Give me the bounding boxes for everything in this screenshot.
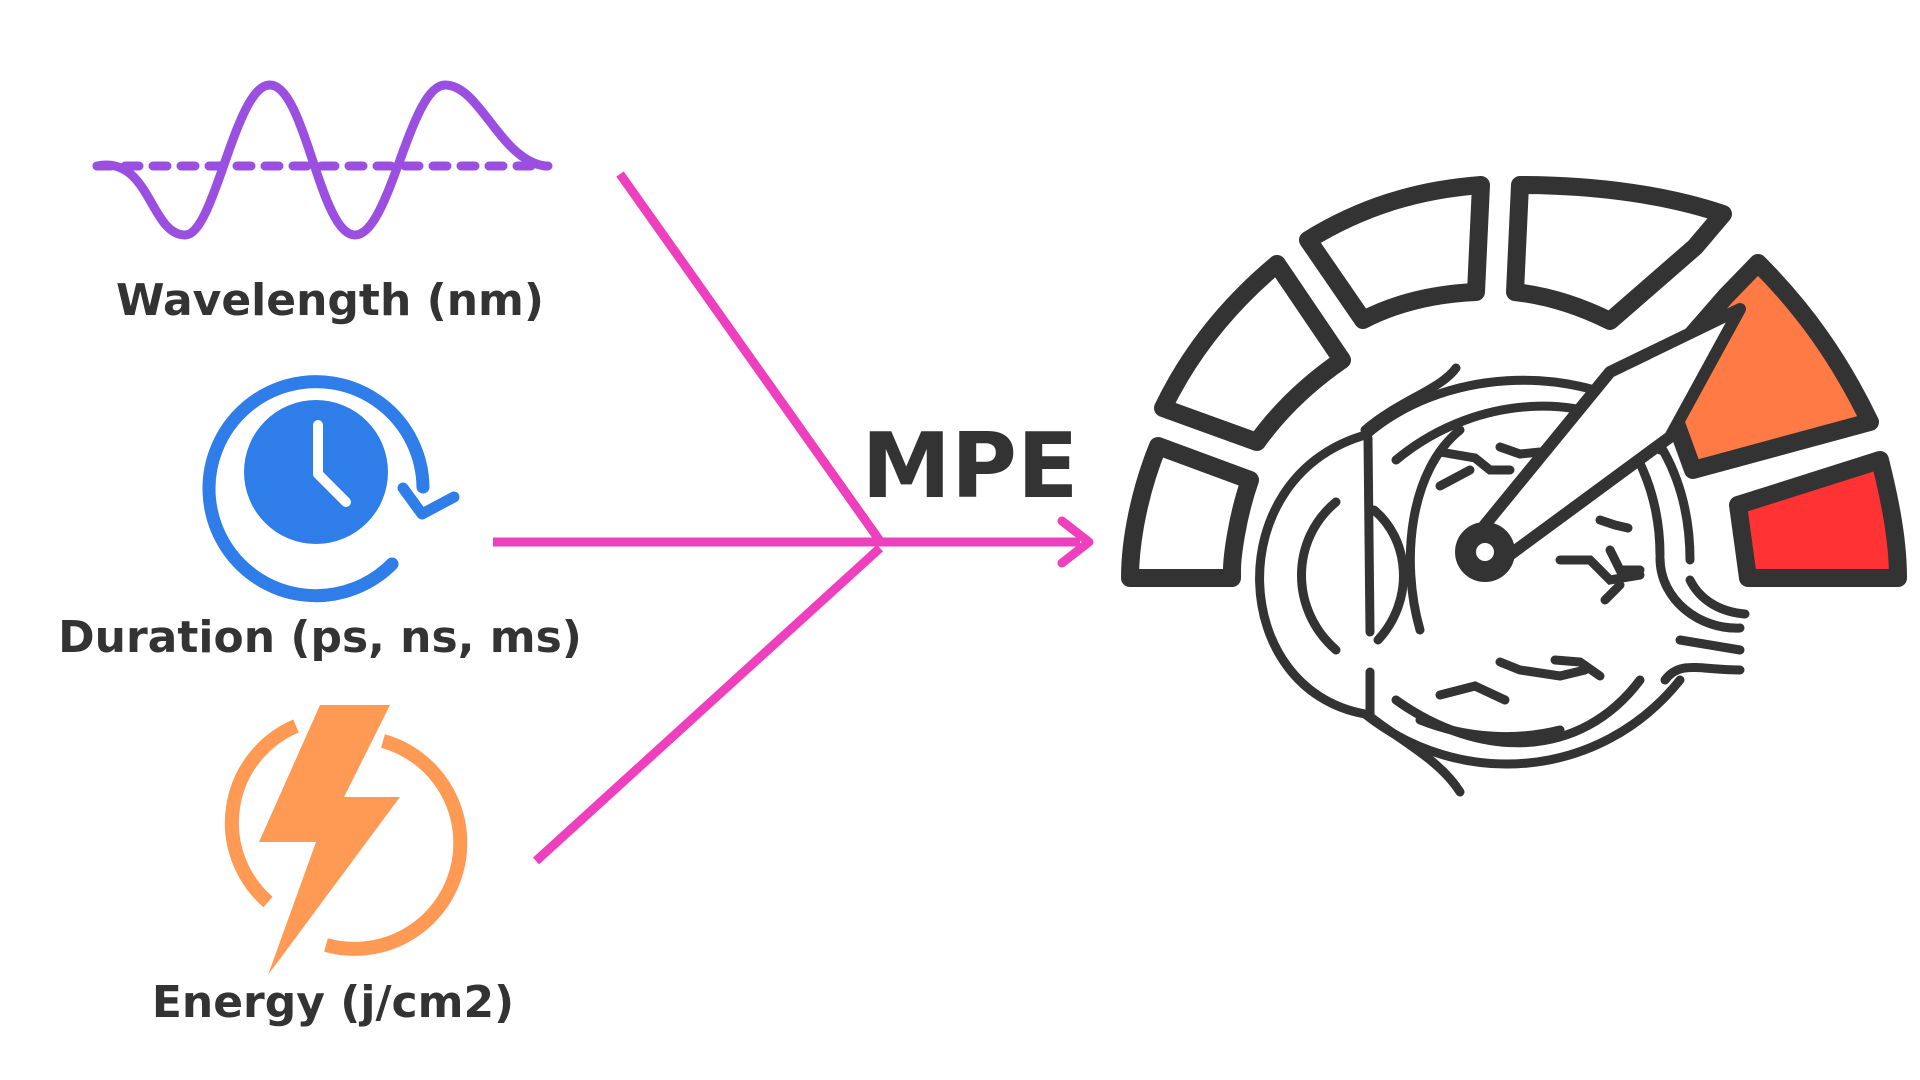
gauge-needle <box>1455 303 1746 582</box>
wavelength-label: Wavelength (nm) <box>116 275 544 326</box>
gauge-segments <box>1121 176 1907 587</box>
lightning-bolt-icon <box>224 705 468 975</box>
mpe-label: MPE <box>861 414 1078 519</box>
wave-icon <box>92 80 553 240</box>
converging-arrows <box>493 171 1094 865</box>
eye-gauge-icon <box>1121 176 1907 797</box>
energy-label: Energy (j/cm2) <box>152 977 514 1028</box>
clock-icon <box>202 375 460 603</box>
duration-label: Duration (ps, ns, ms) <box>58 612 582 663</box>
